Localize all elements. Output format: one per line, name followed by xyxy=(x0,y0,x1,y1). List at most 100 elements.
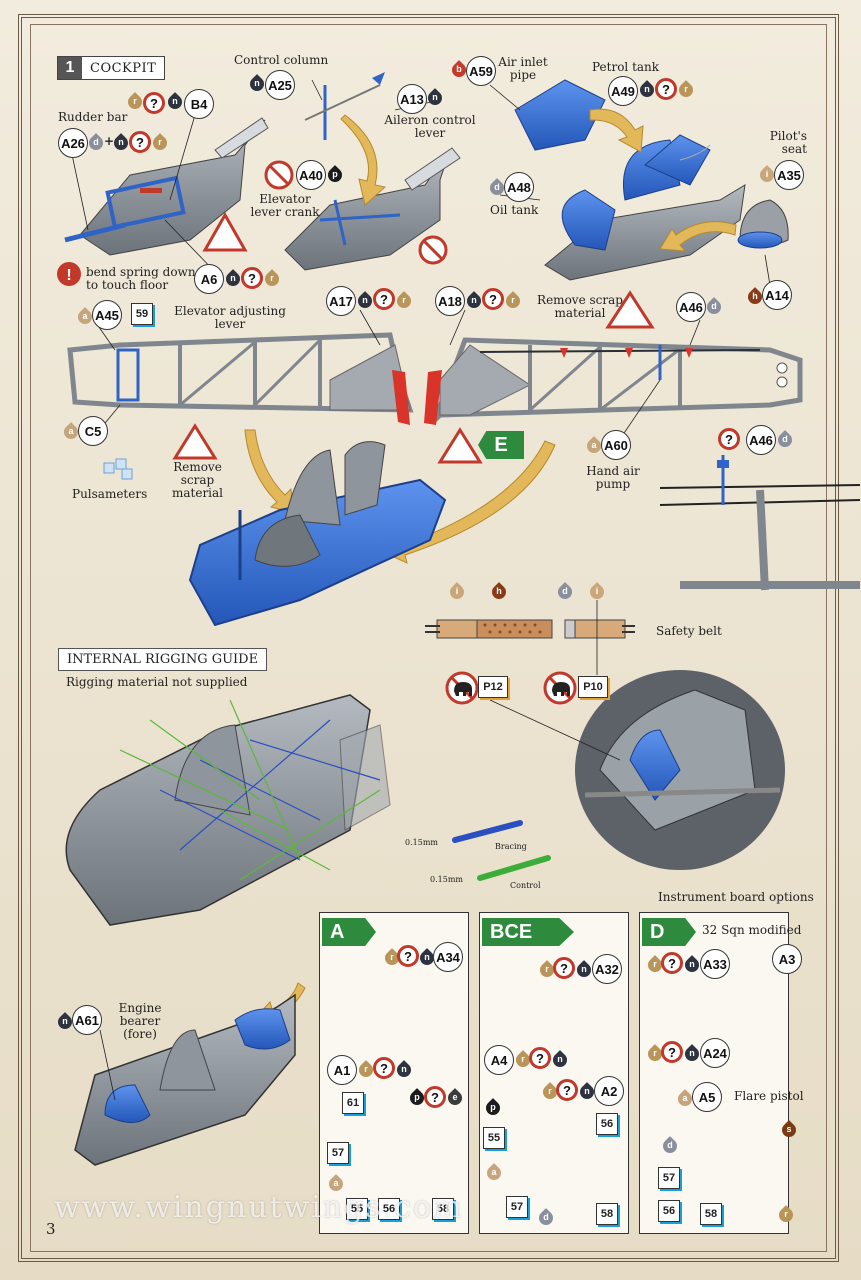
part-callout-A14: A14 xyxy=(762,280,792,310)
paint-drop-a: a xyxy=(326,1174,346,1194)
part-callout-A4: A4 xyxy=(484,1045,514,1075)
optional-part-marker: ? xyxy=(129,131,151,153)
part-callout-A34: A34 xyxy=(433,942,463,972)
part-callout-A18: A18 xyxy=(435,286,465,316)
part-callout-A45: A45 xyxy=(92,300,122,330)
option-tag-a: A xyxy=(322,918,376,946)
paint-drop-r: r xyxy=(262,269,282,289)
page-number: 3 xyxy=(46,1220,56,1238)
label-control-column: Control column xyxy=(234,53,329,67)
decal-callout-58: 58 xyxy=(700,1203,722,1225)
paint-drop-r: r xyxy=(394,291,414,311)
label-rudder-bar: Rudder bar xyxy=(58,110,128,124)
part-callout-A13: A13 xyxy=(397,84,427,114)
paint-drop-a: a xyxy=(61,422,81,442)
label-bracing: Bracing xyxy=(495,842,527,851)
label-control: Control xyxy=(510,881,541,890)
optional-part-marker: ? xyxy=(143,92,165,114)
seat-belt-zoom-illustration xyxy=(575,670,785,870)
paint-drop-r: r xyxy=(382,948,402,968)
internal-rigging-guide-title: INTERNAL RIGGING GUIDE xyxy=(58,648,268,671)
optional-part-marker: ? xyxy=(655,78,677,100)
part-callout-A17: A17 xyxy=(326,286,356,316)
decal-callout-55: 55 xyxy=(483,1127,505,1149)
paint-drop-i: i xyxy=(587,582,607,602)
part-callout-A59: A59 xyxy=(466,56,496,86)
paint-drop-n: n xyxy=(355,291,375,311)
paint-drop-n: n xyxy=(394,1060,414,1080)
part-callout-A2: A2 xyxy=(594,1076,624,1106)
label-rigging-not-supplied: Rigging material not supplied xyxy=(66,675,248,689)
paint-drop-h: h xyxy=(489,582,509,602)
optional-part-marker: ? xyxy=(556,1079,578,1101)
label-bracing-size: 0.15mm xyxy=(405,838,438,847)
decal-callout-56: 56 xyxy=(658,1200,680,1222)
paint-drop-p: p xyxy=(407,1088,427,1108)
optional-part-marker: ? xyxy=(482,288,504,310)
decal-callout-55: 55 xyxy=(346,1198,368,1220)
paint-drop-n: n xyxy=(550,1050,570,1070)
watermark: www.wingnutwings.com xyxy=(54,1190,464,1225)
cockpit-floor-illustration-3 xyxy=(514,79,789,281)
optional-part-marker: ? xyxy=(553,957,575,979)
exclamation-glyph: ! xyxy=(66,267,71,284)
part-callout-A25: A25 xyxy=(265,70,295,100)
decal-callout-56: 56 xyxy=(378,1198,400,1220)
decal-callout-57: 57 xyxy=(506,1196,528,1218)
label-elevator-adjusting-lever: Elevator adjusting lever xyxy=(174,304,286,331)
label-pulsameters: Pulsameters xyxy=(72,487,148,501)
rigging-guide-illustration xyxy=(65,694,551,926)
paint-drop-d: d xyxy=(536,1208,556,1228)
paint-drop-n: n xyxy=(464,291,484,311)
part-callout-A1: A1 xyxy=(327,1055,357,1085)
paint-drop-r: r xyxy=(503,291,523,311)
label-remove-scrap-material-1: Remove scrap material xyxy=(537,293,623,320)
part-callout-A46: A46 xyxy=(676,292,706,322)
paint-drop-n: n xyxy=(425,88,445,108)
part-callout-A24: A24 xyxy=(700,1038,730,1068)
label-oil-tank: Oil tank xyxy=(490,203,539,217)
paint-drop-n: n xyxy=(111,133,131,153)
paint-drop-d: d xyxy=(660,1136,680,1156)
paint-drop-d: d xyxy=(775,430,795,450)
part-callout-B4: B4 xyxy=(184,89,214,119)
part-callout-A35: A35 xyxy=(774,160,804,190)
elephant-icon xyxy=(449,677,475,699)
paint-drop-b: b xyxy=(449,60,469,80)
part-callout-A32: A32 xyxy=(592,954,622,984)
paint-drop-r: r xyxy=(645,1044,665,1064)
cockpit-floor-illustration-1 xyxy=(64,117,269,256)
decal-callout-57: 57 xyxy=(327,1142,349,1164)
paint-drop-r: r xyxy=(537,960,557,980)
option-tag-d: D xyxy=(642,918,696,946)
step-title: COCKPIT xyxy=(90,60,157,76)
paint-drop-r: r xyxy=(540,1082,560,1102)
paint-drop-s: s xyxy=(779,1120,799,1140)
paint-drop-r: r xyxy=(645,955,665,975)
option-badge-e: E xyxy=(478,431,524,459)
optional-part-marker: ? xyxy=(373,1057,395,1079)
part-callout-A60: A60 xyxy=(601,430,631,460)
part-callout-A33: A33 xyxy=(700,949,730,979)
label-hand-air-pump: Hand air pump xyxy=(586,464,640,491)
step-number: 1 xyxy=(58,57,82,79)
paint-drop-d: d xyxy=(555,582,575,602)
plus-sign: + xyxy=(104,134,115,148)
part-callout-A5: A5 xyxy=(692,1082,722,1112)
paint-drop-p: p xyxy=(483,1098,503,1118)
optional-part-marker: ? xyxy=(661,1041,683,1063)
paint-drop-r: r xyxy=(676,80,696,100)
part-callout-A49: A49 xyxy=(608,76,638,106)
part-callout-A61: A61 xyxy=(72,1005,102,1035)
decal-callout-57: 57 xyxy=(658,1167,680,1189)
elephant-icon xyxy=(547,677,573,699)
decal-callout-56: 56 xyxy=(596,1113,618,1135)
label-petrol-tank: Petrol tank xyxy=(592,60,660,74)
paint-drop-r: r xyxy=(356,1060,376,1080)
paint-drop-r: r xyxy=(125,92,145,112)
paint-drop-n: n xyxy=(574,960,594,980)
optional-part-marker: ? xyxy=(529,1047,551,1069)
paint-drop-i: i xyxy=(757,165,777,185)
label-instrument-board-options: Instrument board options xyxy=(658,890,814,904)
